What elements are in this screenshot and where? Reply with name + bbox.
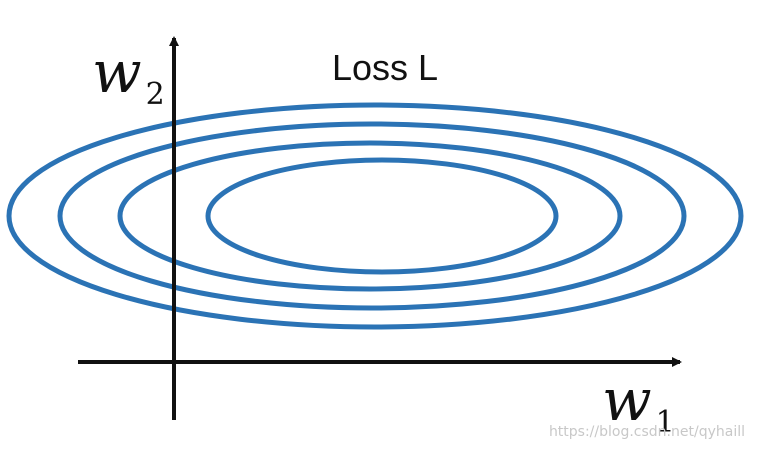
w2-symbol: w (92, 38, 142, 106)
w1-symbol: w (602, 366, 652, 434)
w1-axis-label: w 1 (602, 366, 675, 440)
loss-contours (6, 102, 744, 330)
watermark: https://blog.csdn.net/qyhaill (549, 424, 745, 440)
loss-title: Loss L (332, 47, 438, 88)
contour-ring-3 (117, 140, 623, 292)
w1-subscript: 1 (656, 405, 675, 440)
contour-ring-2 (57, 121, 687, 311)
w2-axis-label: w 2 (92, 38, 165, 112)
contour-ring-1 (6, 102, 744, 330)
w2-subscript: 2 (146, 77, 165, 112)
contour-ring-4 (205, 157, 559, 275)
